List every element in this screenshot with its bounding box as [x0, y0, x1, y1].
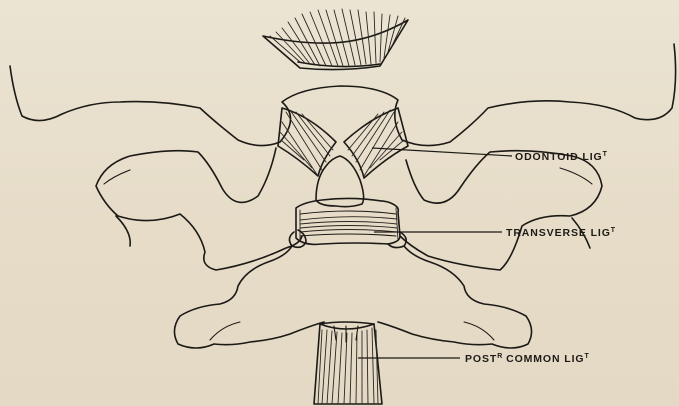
- transverse-ligament: [289, 198, 406, 247]
- occipital-outline: [10, 44, 676, 146]
- posterior-common-ligament: [314, 322, 382, 404]
- odontoid-label-sup: T: [603, 151, 607, 158]
- odontoid-label-text: ODONTOID LIG: [515, 151, 603, 163]
- upper-fibre-bundle: [263, 9, 408, 70]
- odontoid-ligaments: [278, 108, 408, 178]
- odontoid-ligament-label: ODONTOID LIGT: [515, 149, 607, 163]
- axis-outline: [174, 246, 531, 348]
- transverse-ligament-label: TRANSVERSE LIGT: [506, 225, 615, 239]
- posterior-label-sup: T: [585, 353, 589, 360]
- posterior-label-pre: POST: [465, 353, 497, 365]
- atlas-outline: [96, 148, 602, 270]
- posterior-label-text: COMMON LIG: [502, 353, 584, 365]
- transverse-label-sup: T: [611, 227, 615, 234]
- transverse-label-text: TRANSVERSE LIG: [506, 227, 611, 239]
- posterior-common-ligament-label: POSTR COMMON LIGT: [465, 351, 589, 365]
